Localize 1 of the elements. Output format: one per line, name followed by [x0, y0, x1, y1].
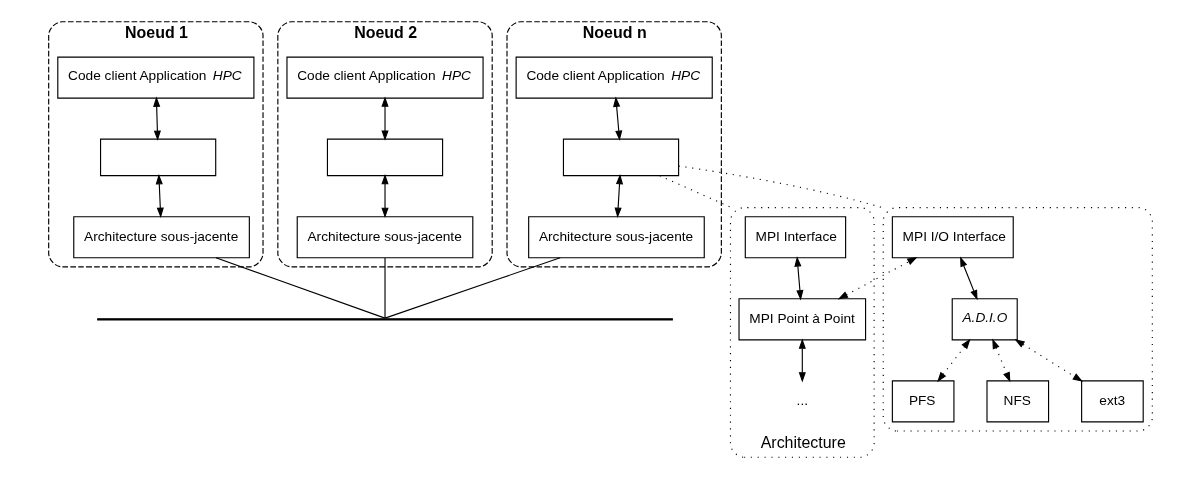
node-text: ...: [796, 392, 809, 408]
